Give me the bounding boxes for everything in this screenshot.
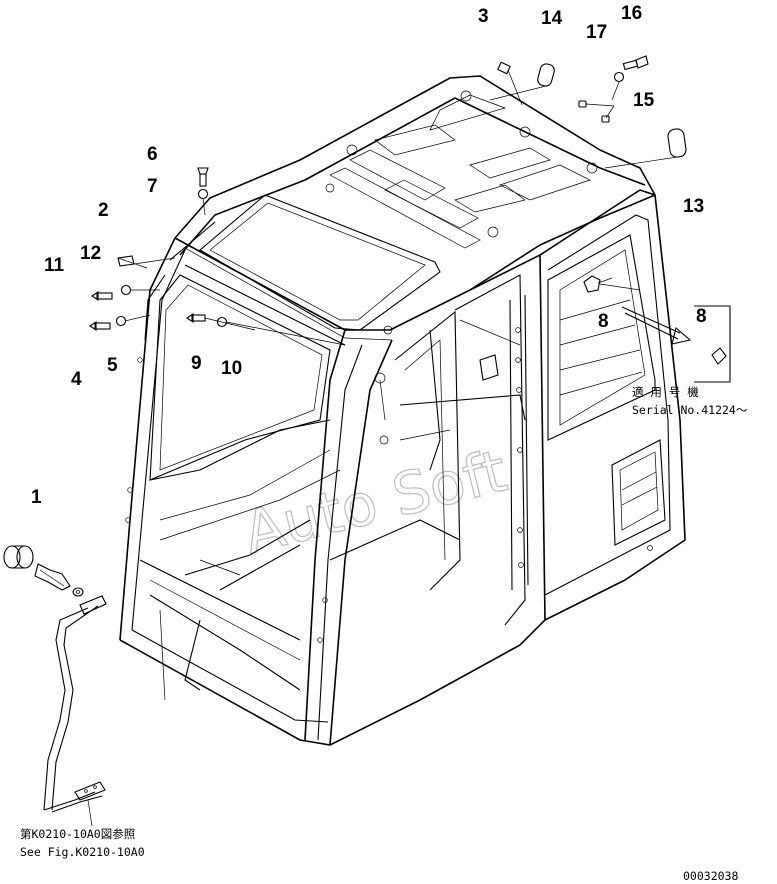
callout-16: 16 — [621, 3, 642, 24]
callout-1: 1 — [31, 487, 42, 508]
callout-3: 3 — [478, 6, 489, 27]
callout-7: 7 — [147, 176, 158, 197]
serial-note-english: Serial No.41224～ — [632, 403, 748, 417]
callout-14: 14 — [541, 8, 563, 29]
part-1-bushing-bolt-washer — [3, 545, 84, 597]
figure-reference-english: See Fig.K0210-10A0 — [20, 845, 145, 859]
serial-note-japanese: 適 用 号 機 — [632, 385, 699, 399]
figure-reference-japanese: 第K0210-10A0図参照 — [20, 827, 135, 841]
callout-17: 17 — [586, 22, 607, 43]
callout-13: 13 — [683, 196, 704, 217]
callout-8-on-cab: 8 — [598, 311, 609, 332]
callout-5: 5 — [107, 355, 118, 376]
callout-11: 11 — [44, 255, 65, 276]
callout-10: 10 — [221, 358, 242, 379]
callout-12: 12 — [80, 243, 101, 264]
drawing-number: 00032038 — [683, 869, 738, 883]
callout-8-detail: 8 — [696, 306, 707, 327]
callout-labels: 1 2 3 4 5 6 7 8 8 9 10 11 12 13 14 15 16… — [31, 3, 707, 508]
operator-cab-drawing — [119, 75, 686, 746]
part-wire-harness-reference — [43, 595, 107, 813]
callout-15: 15 — [633, 90, 655, 111]
callout-6: 6 — [147, 144, 158, 165]
watermark-text: Auto Soft — [237, 436, 513, 567]
part-screws-top-right — [497, 55, 687, 293]
notes: 適 用 号 機 Serial No.41224～ 第K0210-10A0図参照 … — [20, 385, 748, 883]
leader-lines — [87, 69, 731, 827]
callout-2: 2 — [98, 200, 109, 221]
part-screws-washers-left — [89, 167, 228, 332]
callout-4: 4 — [71, 369, 82, 390]
callout-9: 9 — [191, 353, 202, 374]
